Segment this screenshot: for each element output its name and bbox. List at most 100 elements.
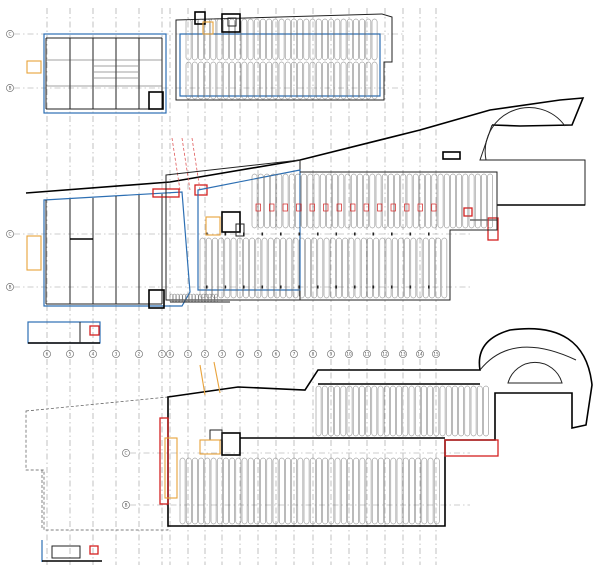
column-label: 10 [346,352,352,357]
marked-bay [404,203,410,212]
column-marker [317,285,319,289]
column-bubble [43,350,51,358]
column-label: 11 [364,352,370,357]
column-bubble [254,350,262,358]
column-marker [409,285,412,289]
row-label: C [9,232,12,237]
column-label: 5 [257,352,260,357]
row-bubble [122,449,130,457]
column-marker [298,232,301,236]
column-bubble [201,350,209,358]
column-bubble [135,350,143,358]
parking-coil-row [169,293,218,303]
column-marker [243,285,245,289]
column-bubble [66,350,74,358]
upper-left-wing-outline [43,33,167,114]
marked-bay [390,203,396,212]
column-marker [206,285,208,289]
vertical-grid-lines [46,8,437,565]
key-plan-marker [89,325,100,336]
column-label: 2 [204,352,207,357]
middle-site-boundary-upper [25,97,585,194]
column-marker [298,285,301,289]
middle-new-element-c [487,217,499,241]
column-marker [409,232,412,236]
lower-building-outline [167,327,593,527]
column-label: 0 [169,352,172,357]
row-axis-bubbles: C B C B C B [6,30,130,509]
middle-marked-bays [255,203,437,212]
upper-left-wing-structure [45,37,163,110]
column-bubble [184,350,192,358]
column-marker [354,232,356,236]
lower-floor-plan [25,327,593,531]
column-bubble [158,350,166,358]
column-label: 15 [433,352,439,357]
key-plan-lower [41,540,102,562]
middle-circulation [26,235,42,271]
column-bubble [309,350,317,358]
row-bubble [6,230,14,238]
lower-entrance-bridge [199,361,221,396]
middle-ramp-a-outline [165,159,301,301]
column-marker [280,232,282,236]
lower-core [221,432,241,456]
upper-core-b-inner [227,17,237,27]
marked-bay [417,203,423,212]
upper-core-stair [202,21,214,35]
column-label: 3 [221,352,224,357]
middle-proposed-bridge [171,137,201,191]
row-label: B [9,86,12,91]
column-label: 2 [138,352,141,357]
parking-coil-row [185,61,378,100]
upper-floor-plan [26,11,393,114]
column-label: 1 [161,352,164,357]
middle-left-wing-structure [45,194,163,305]
marked-bay [323,203,329,212]
column-bubble [327,350,335,358]
column-bubble [218,350,226,358]
lower-circulation [164,437,178,499]
column-label: 7 [293,352,296,357]
column-bubble [236,350,244,358]
column-marker [354,285,356,289]
marked-bay [269,203,275,212]
upper-stair-core [148,91,164,110]
column-label: 4 [239,352,242,357]
middle-curved-arc [484,107,566,161]
middle-ramp-parking-coils [169,173,493,303]
upper-core-b [221,13,241,33]
lower-curved-wall [479,346,577,371]
column-marker [428,285,430,289]
upper-ramp-existing [179,33,381,97]
lower-ramp-parking-coils [179,385,489,525]
middle-core [221,211,241,233]
middle-floor-plan [25,97,586,309]
column-bubble [416,350,424,358]
column-marker [335,232,338,236]
column-marker [280,285,282,289]
column-marker [261,232,264,236]
key-plan-outline [27,321,101,344]
row-label: B [125,503,128,508]
upper-core-a [194,11,206,25]
middle-left-wing-outline [43,191,191,307]
column-marker [224,285,227,289]
marked-bay [296,203,302,212]
upper-ramp-outline [175,13,393,101]
row-label: C [125,451,128,456]
column-label: 12 [382,352,388,357]
column-label: 9 [330,352,333,357]
lower-curved-room [507,361,563,384]
column-label: 8 [312,352,315,357]
marked-bay [350,203,356,212]
lower-core-stair [199,439,221,455]
marked-bay [377,203,383,212]
marked-bay [309,203,315,212]
middle-new-element-b [194,184,208,196]
column-label: 4 [92,352,95,357]
parking-coil-row [251,173,493,229]
row-bubble [6,30,14,38]
